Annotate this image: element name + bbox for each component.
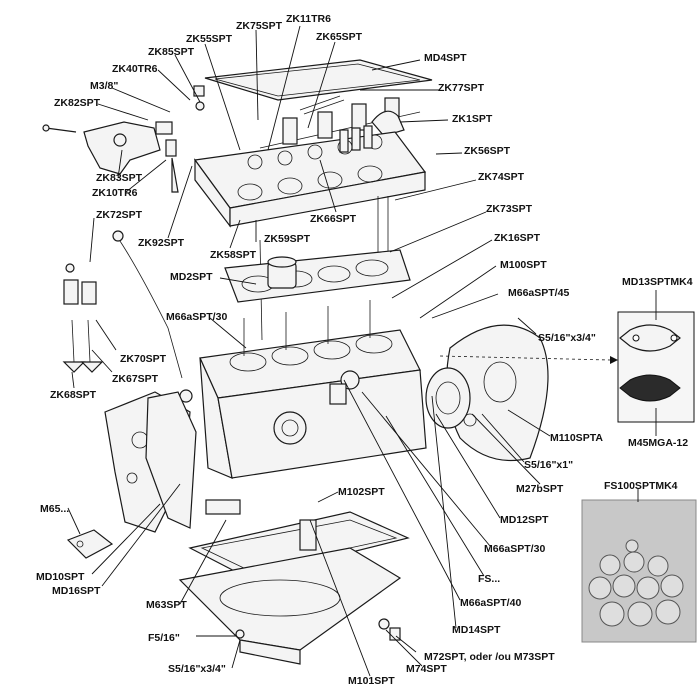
label-m66aspt45: M66aSPT/45 [508, 287, 569, 299]
label-m101spt: M101SPT [348, 675, 395, 687]
label-m65: M65... [40, 503, 69, 515]
label-zk65spt: ZK65SPT [316, 31, 363, 43]
cylinder-head [193, 125, 427, 228]
label-zk1spt: ZK1SPT [452, 113, 493, 125]
label-fs: FS... [478, 573, 500, 585]
label-s516x1: S5/16"x1" [524, 459, 573, 471]
label-s516x34a: S5/16"x3/4" [538, 332, 596, 344]
block-studs [243, 300, 371, 356]
drain-plug-parts [235, 618, 401, 641]
label-zk59spt: ZK59SPT [264, 233, 311, 245]
label-m3-8: M3/8" [90, 80, 118, 92]
label-md14spt: MD14SPT [452, 624, 501, 636]
label-zk73spt: ZK73SPT [486, 203, 533, 215]
dipstick [112, 230, 193, 403]
label-md10spt: MD10SPT [36, 571, 85, 583]
label-zk10tr6: ZK10TR6 [92, 187, 138, 199]
label-zk72spt: ZK72SPT [96, 209, 143, 221]
label-zk55spt: ZK55SPT [186, 33, 233, 45]
label-zk16spt: ZK16SPT [494, 232, 541, 244]
label-m100spt: M100SPT [500, 259, 547, 271]
label-zk70spt: ZK70SPT [120, 353, 167, 365]
fuel-pump-gasket-inset [617, 311, 695, 423]
label-m66aspt40: M66aSPT/40 [460, 597, 521, 609]
label-zk83spt: ZK83SPT [96, 172, 143, 184]
label-zk82spt: ZK82SPT [54, 97, 101, 109]
rocker-shaft-assembly [259, 95, 421, 149]
label-md2spt: MD2SPT [170, 271, 213, 283]
oil-strainer [205, 499, 317, 551]
oil-sump [178, 547, 402, 665]
label-md16spt: MD16SPT [52, 585, 101, 597]
label-zk75spt: ZK75SPT [236, 20, 283, 32]
label-zk68spt: ZK68SPT [50, 389, 97, 401]
label-md13sptmk4: MD13SPTMK4 [622, 276, 693, 288]
engine-block [199, 300, 427, 479]
leader-lines [67, 25, 657, 677]
label-m110spta: M110SPTA [550, 432, 603, 444]
label-m63spt: M63SPT [146, 599, 187, 611]
label-fs100sptmk4: FS100SPTMK4 [604, 480, 678, 492]
core-plug-set-inset [581, 499, 697, 643]
label-md4spt: MD4SPT [424, 52, 467, 64]
label-zk58spt: ZK58SPT [210, 249, 257, 261]
label-m66aspt30a: M66aSPT/30 [166, 311, 227, 323]
rocker-bracket-left [42, 85, 205, 193]
label-f516: F5/16" [148, 632, 180, 644]
label-m74spt: M74SPT [406, 663, 447, 675]
label-m45mga12: M45MGA-12 [628, 437, 688, 449]
label-zk85spt: ZK85SPT [148, 46, 195, 58]
label-md12spt: MD12SPT [500, 514, 549, 526]
label-zk67spt: ZK67SPT [112, 373, 159, 385]
cylinder-liner [267, 256, 297, 289]
label-zk74spt: ZK74SPT [478, 171, 525, 183]
label-m102spt: M102SPT [338, 486, 385, 498]
label-zk92spt: ZK92SPT [138, 237, 185, 249]
part-labels: ZK75SPT ZK11TR6 ZK55SPT ZK65SPT ZK85SPT … [36, 13, 693, 687]
label-m72spt: M72SPT, oder /ou M73SPT [424, 651, 555, 663]
label-m27bspt: M27bSPT [516, 483, 564, 495]
fuel-pump-blanking-marker [439, 355, 618, 364]
valve-springs [339, 125, 373, 153]
head-gasket [224, 249, 411, 303]
label-m66aspt30b: M66aSPT/30 [484, 543, 545, 555]
engine-mount-bracket [66, 529, 114, 559]
rear-oil-seal-housing [425, 367, 471, 429]
label-zk77spt: ZK77SPT [438, 82, 485, 94]
label-zk56spt: ZK56SPT [464, 145, 511, 157]
label-s516x34b: S5/16"x3/4" [168, 663, 226, 675]
front-plate-gasket [145, 391, 197, 529]
push-rods [62, 263, 104, 373]
label-zk11tr6: ZK11TR6 [286, 13, 331, 25]
label-zk66spt: ZK66SPT [310, 213, 357, 225]
label-zk40tr6: ZK40TR6 [112, 63, 158, 75]
